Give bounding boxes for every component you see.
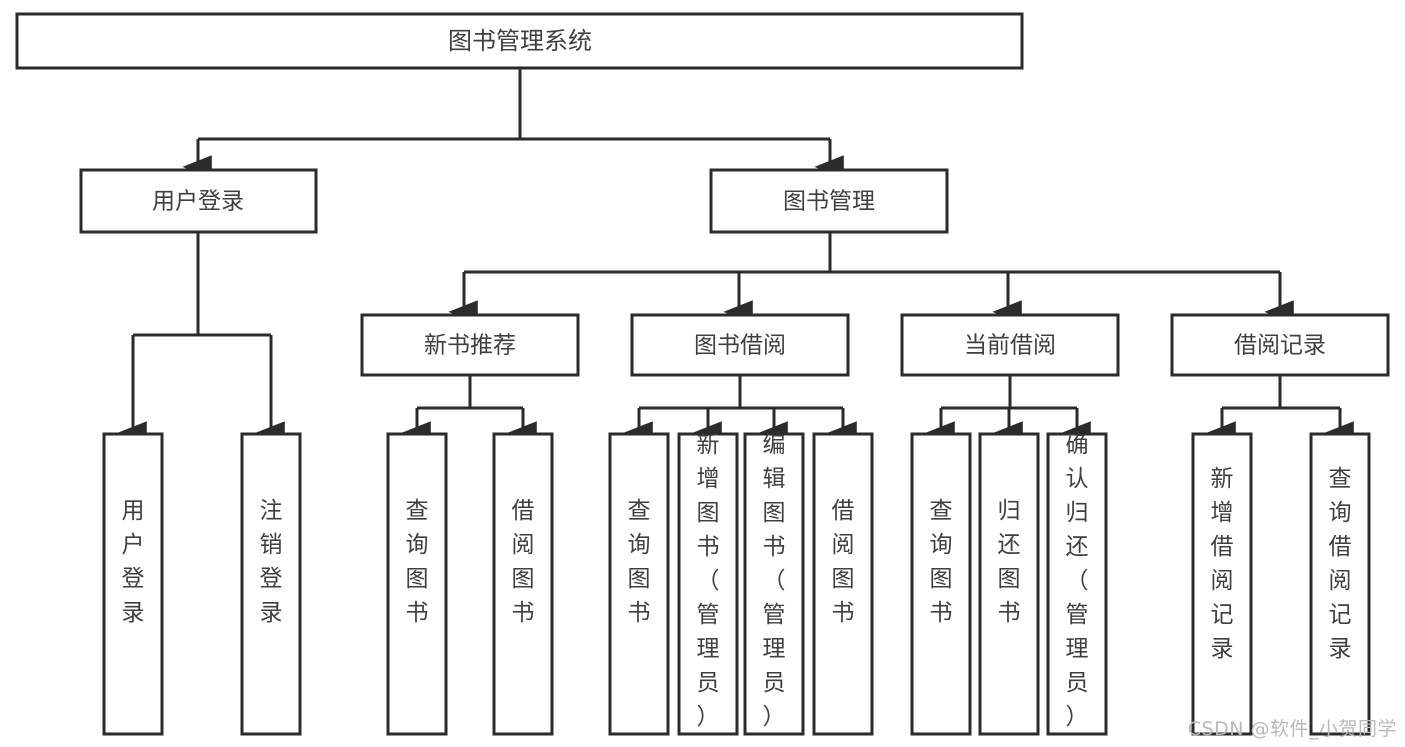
leaf-new-book-query-label: 查询图书	[406, 498, 429, 626]
leaf-records-add-record-label: 新增借阅记录	[1211, 466, 1234, 662]
node-book-management[interactable]: 图书管理	[709, 168, 949, 234]
leaf-user-login-login-label: 用户登录	[122, 498, 145, 626]
leaf-borrow-query-book-box[interactable]	[608, 432, 670, 736]
leaf-borrow-add-book-admin-box[interactable]	[677, 432, 739, 736]
node-book-borrow-box[interactable]	[630, 313, 850, 377]
leaf-borrow-add-book-admin-label: 新增图书（管理员）	[697, 432, 720, 730]
node-borrow-records[interactable]: 借阅记录	[1170, 313, 1390, 377]
leaf-current-return-book[interactable]: 归还图书	[978, 432, 1040, 736]
node-root-book-management-system[interactable]: 图书管理系统	[15, 12, 1024, 70]
leaf-new-book-query-box[interactable]	[386, 432, 448, 736]
node-book-management-label: 图书管理	[783, 189, 875, 215]
leaf-records-add-record-box[interactable]	[1191, 432, 1253, 736]
leaf-current-return-book-box[interactable]	[978, 432, 1040, 736]
leaf-user-login-logout-box[interactable]	[240, 432, 302, 736]
node-user-login[interactable]: 用户登录	[79, 168, 318, 234]
leaf-current-confirm-return-admin-label: 确认归还（管理员）	[1066, 432, 1089, 730]
leaf-borrow-edit-book-admin-box[interactable]	[743, 432, 805, 736]
leaf-new-book-borrow-label: 借阅图书	[512, 498, 535, 626]
leaf-current-confirm-return-admin-box[interactable]	[1046, 432, 1108, 736]
node-user-login-box[interactable]	[79, 168, 318, 234]
leaf-new-book-borrow[interactable]: 借阅图书	[492, 432, 554, 736]
leaf-user-login-login[interactable]: 用户登录	[102, 432, 164, 736]
leaf-records-query-record[interactable]: 查询借阅记录	[1309, 432, 1371, 736]
leaf-user-login-login-box[interactable]	[102, 432, 164, 736]
leaf-current-confirm-return-admin[interactable]: 确认归还（管理员）	[1046, 432, 1108, 736]
node-root-box[interactable]	[15, 12, 1024, 70]
connector-layer	[117, 68, 1354, 445]
leaf-borrow-query-book-label: 查询图书	[628, 498, 651, 626]
node-user-login-label: 用户登录	[152, 189, 244, 215]
node-book-borrow[interactable]: 图书借阅	[630, 313, 850, 377]
leaf-current-return-book-label: 归还图书	[998, 498, 1021, 626]
node-book-management-box[interactable]	[709, 168, 949, 234]
leaf-records-add-record[interactable]: 新增借阅记录	[1191, 432, 1253, 736]
node-new-book-recommend-label: 新书推荐	[424, 333, 516, 359]
leaf-borrow-edit-book-admin[interactable]: 编辑图书（管理员）	[743, 432, 805, 736]
node-book-borrow-label: 图书借阅	[694, 333, 786, 359]
node-borrow-records-label: 借阅记录	[1234, 333, 1326, 359]
leaf-records-query-record-label: 查询借阅记录	[1329, 466, 1352, 662]
leaf-borrow-query-book[interactable]: 查询图书	[608, 432, 670, 736]
node-new-book-recommend[interactable]: 新书推荐	[360, 313, 580, 377]
leaf-borrow-add-book-admin[interactable]: 新增图书（管理员）	[677, 432, 739, 736]
node-root-label: 图书管理系统	[448, 27, 592, 55]
node-new-book-recommend-box[interactable]	[360, 313, 580, 377]
leaf-current-query-book[interactable]: 查询图书	[910, 432, 972, 736]
leaf-current-query-book-label: 查询图书	[930, 498, 953, 626]
leaf-borrow-borrow-book-label: 借阅图书	[832, 498, 855, 626]
leaf-borrow-borrow-book-box[interactable]	[812, 432, 874, 736]
leaf-borrow-borrow-book[interactable]: 借阅图书	[812, 432, 874, 736]
leaf-user-login-logout[interactable]: 注销登录	[240, 432, 302, 736]
leaf-user-login-logout-label: 注销登录	[260, 498, 283, 626]
node-borrow-records-box[interactable]	[1170, 313, 1390, 377]
leaf-new-book-query[interactable]: 查询图书	[386, 432, 448, 736]
leaf-current-query-book-box[interactable]	[910, 432, 972, 736]
node-current-borrow-box[interactable]	[900, 313, 1120, 377]
leaf-records-query-record-box[interactable]	[1309, 432, 1371, 736]
csdn-watermark: CSDN @软件_小贺同学	[1187, 718, 1397, 740]
leaf-borrow-edit-book-admin-label: 编辑图书（管理员）	[763, 432, 786, 730]
leaf-new-book-borrow-box[interactable]	[492, 432, 554, 736]
node-current-borrow-label: 当前借阅	[964, 333, 1056, 359]
node-current-borrow[interactable]: 当前借阅	[900, 313, 1120, 377]
